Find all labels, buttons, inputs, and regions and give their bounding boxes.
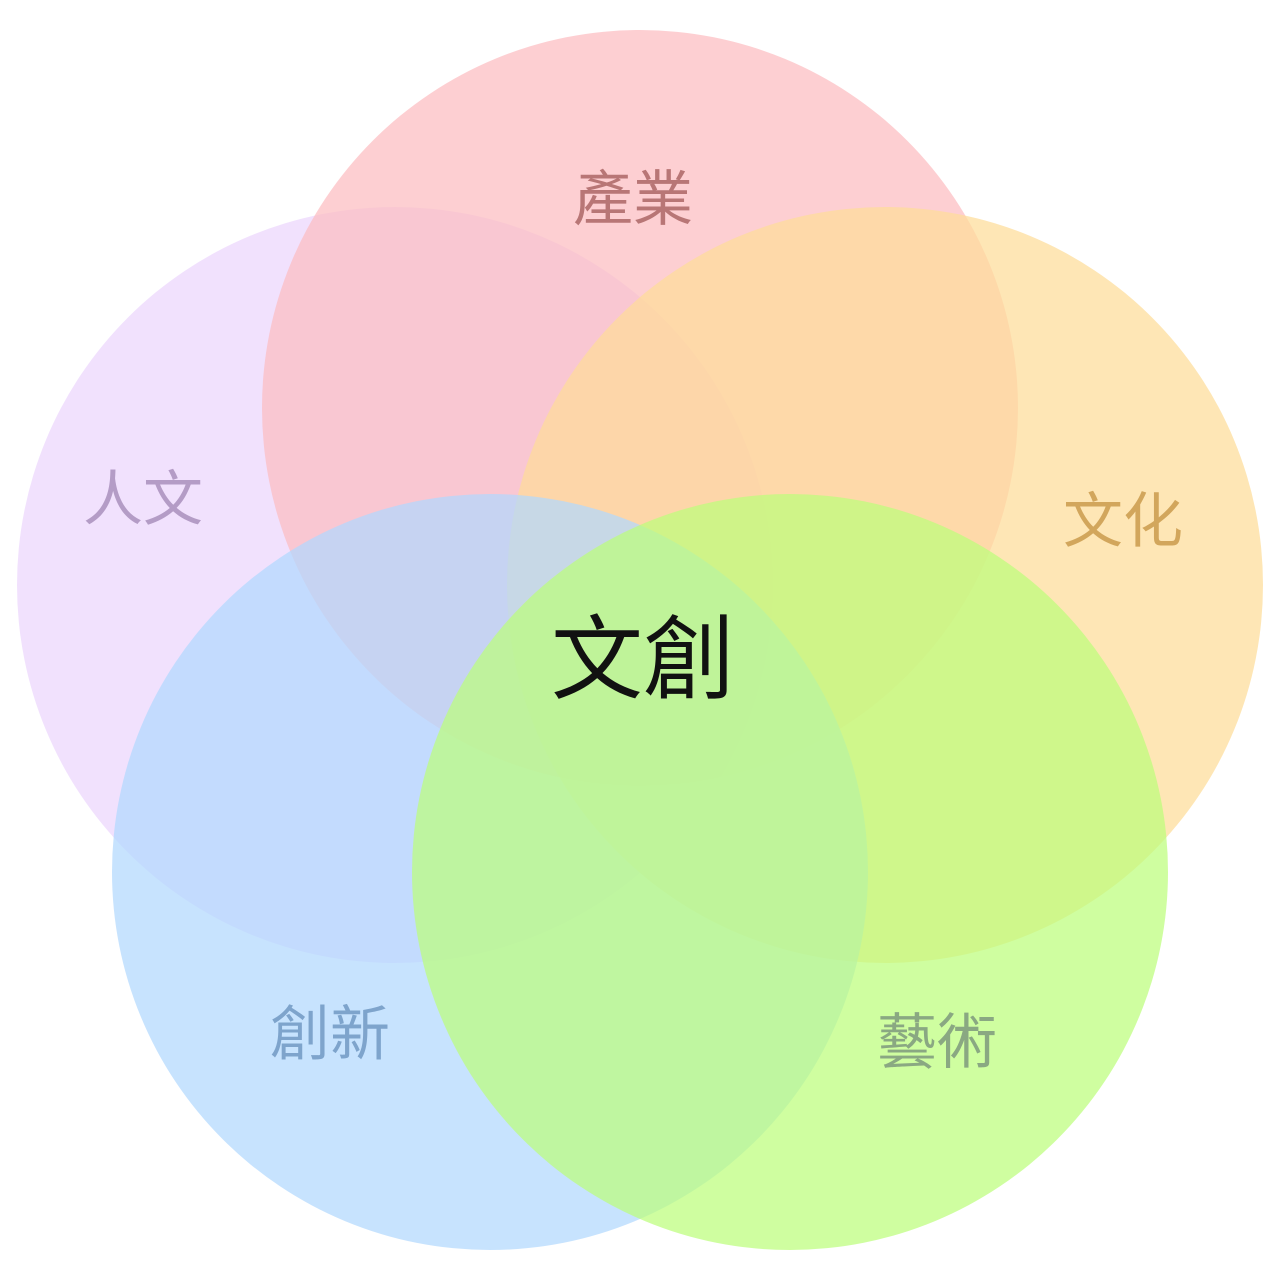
label-innovation: 創新 xyxy=(270,1000,390,1070)
label-art: 藝術 xyxy=(877,1008,997,1078)
label-culture: 文化 xyxy=(1063,487,1183,557)
label-humanities: 人文 xyxy=(83,465,203,535)
label-industry: 產業 xyxy=(573,165,693,235)
center-label: 文創 xyxy=(551,607,735,714)
circle-art xyxy=(412,494,1168,1250)
